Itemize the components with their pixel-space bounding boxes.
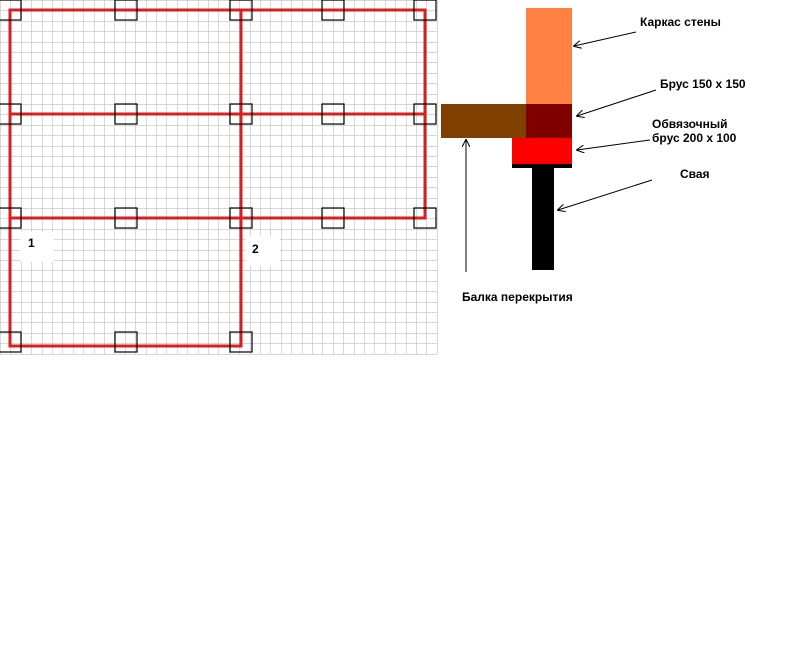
pile-block: [532, 168, 554, 270]
pile-square: [321, 207, 345, 229]
pile-square: [321, 103, 345, 125]
pile-square: [114, 103, 138, 125]
strapping-beam-block: [512, 138, 572, 164]
pile-square: [0, 207, 22, 229]
frame-lines: [8, 8, 427, 348]
pile-square: [229, 207, 253, 229]
pile-square: [413, 103, 437, 125]
pile-square: [0, 103, 22, 125]
pile-square: [229, 0, 253, 21]
wall-frame-block: [526, 8, 572, 104]
pile-square: [321, 0, 345, 21]
zone-label-1: 1: [28, 236, 35, 250]
arrow-beam: [577, 89, 657, 116]
pile-square: [413, 0, 437, 21]
label-beam-150: Брус 150 х 150: [660, 77, 746, 91]
arrow-wall-frame: [574, 31, 637, 46]
label-wall-frame: Каркас стены: [640, 15, 721, 29]
arrow-pile: [558, 179, 653, 210]
pile-square: [229, 331, 253, 353]
frame-outline-upper: [8, 8, 427, 220]
strapping-underline: [512, 164, 572, 168]
pile-square: [114, 0, 138, 21]
plan-piles: [0, 0, 437, 353]
pile-square: [413, 207, 437, 229]
zone-label-1-background: [20, 232, 54, 262]
pile-square: [114, 331, 138, 353]
zone-label-2: 2: [252, 242, 259, 256]
label-strapping-beam: Обвязочный брус 200 х 100: [652, 117, 737, 145]
floor-beam-block: [441, 104, 526, 138]
arrow-strapping: [577, 139, 651, 150]
arrows: [466, 31, 657, 272]
frame-outline-lower: [8, 176, 243, 348]
plan-grid: [0, 0, 438, 355]
beam-150-block: [526, 104, 572, 138]
pile-square: [229, 103, 253, 125]
pile-square: [114, 207, 138, 229]
pile-square: [0, 0, 22, 21]
pile-square: [0, 331, 22, 353]
label-pile: Свая: [680, 167, 710, 181]
label-floor-beam: Балка перекрытия: [462, 290, 573, 304]
zone-label-2-background: [246, 236, 280, 266]
section-drawing: [441, 8, 572, 270]
